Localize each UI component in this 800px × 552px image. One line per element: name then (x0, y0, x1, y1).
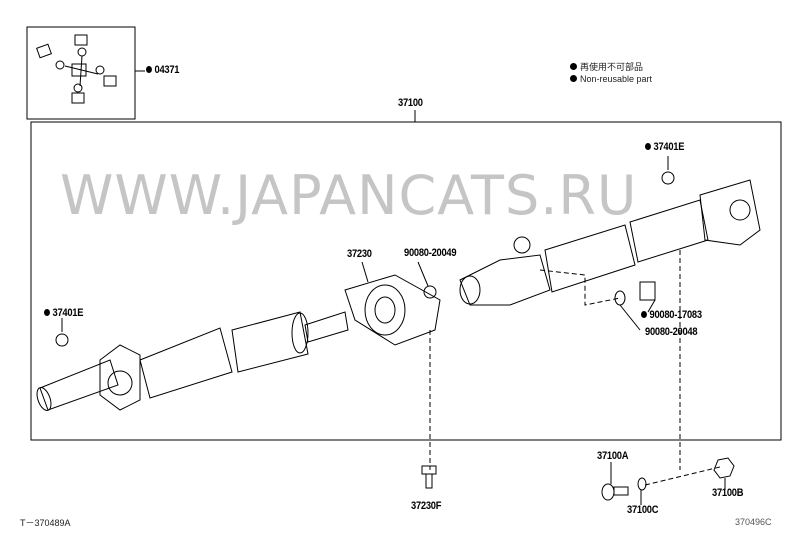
part-label-snap-ring-left[interactable]: 37401E (44, 307, 83, 319)
footer-right-code: 370496C (735, 517, 772, 527)
part-label-shaft-assy[interactable]: 37100 (398, 97, 423, 109)
assembly-frame (30, 121, 782, 441)
bullet-icon (645, 143, 651, 150)
part-label-center-bearing[interactable]: 37230 (347, 248, 372, 260)
part-label-nut-upper[interactable]: 90080-20049 (404, 247, 457, 259)
legend-label: Non-reusable part (580, 74, 653, 84)
watermark: WWW.JAPANCATS.RU (60, 164, 638, 227)
footer-left-code: T－370489A (20, 518, 71, 528)
bullet-icon (570, 63, 577, 70)
legend-label: 再使用不可部品 (580, 62, 644, 72)
kit-box (26, 26, 136, 120)
bearing-bolt (421, 465, 437, 489)
bullet-icon (641, 311, 647, 318)
nut (713, 457, 735, 479)
bullet-icon (146, 66, 152, 73)
bullet-icon (570, 75, 577, 82)
part-label-kit[interactable]: 04371 (146, 64, 179, 76)
part-label-washer-right[interactable]: 90080-20048 (645, 326, 698, 338)
flange-bolt (601, 483, 629, 501)
washer (637, 477, 647, 491)
part-label-washer[interactable]: 37100C (627, 504, 659, 516)
part-label-bolt[interactable]: 37100A (597, 450, 629, 462)
part-label-snap-ring-right[interactable]: 37401E (645, 141, 684, 153)
legend-item-jp: 再使用不可部品 (570, 60, 643, 73)
part-label-nut-right[interactable]: 90080-17083 (641, 309, 702, 321)
part-label-bearing-bolt[interactable]: 37230F (411, 500, 442, 512)
legend-item-en: Non-reusable part (570, 74, 652, 84)
center-bearing (344, 274, 441, 346)
front-propeller-shaft (459, 179, 761, 306)
bullet-icon (44, 309, 50, 316)
part-label-nut[interactable]: 37100B (712, 487, 744, 499)
rear-propeller-shaft (36, 311, 349, 411)
kit-parts (36, 34, 117, 104)
